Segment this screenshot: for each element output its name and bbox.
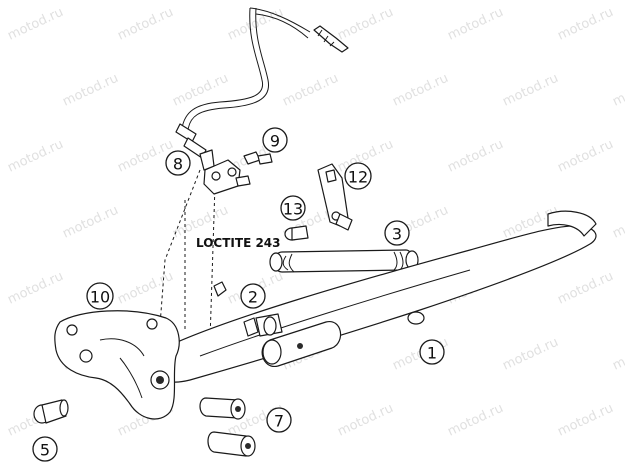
watermark-text: motod.ru <box>5 5 65 44</box>
part-10-mount-bracket <box>54 310 180 420</box>
locking-pin <box>213 281 227 297</box>
watermark-text: motod.ru <box>555 5 615 44</box>
loctite-note: LOCTITE 243 <box>196 236 281 250</box>
watermark-text: motod.ru <box>5 269 65 308</box>
watermark-text: motod.ru <box>610 203 625 242</box>
watermark-text: motod.ru <box>610 71 625 110</box>
callout-10-label: 10 <box>90 288 110 307</box>
callout-3-label: 3 <box>392 225 402 244</box>
hose-end-fitting <box>313 25 349 53</box>
watermark-text: motod.ru <box>390 71 450 110</box>
leader-lines <box>159 169 216 341</box>
watermark-text: motod.ru <box>555 401 615 440</box>
callout-12: 12 <box>344 162 372 190</box>
callout-8-label: 8 <box>173 155 183 174</box>
callout-1-label: 1 <box>427 344 437 363</box>
callout-5-label: 5 <box>40 441 50 460</box>
part-7-sleeves <box>199 397 256 457</box>
callout-1: 1 <box>419 339 445 365</box>
callout-7: 7 <box>266 407 292 433</box>
callout-2: 2 <box>240 283 266 309</box>
callout-3: 3 <box>384 220 410 246</box>
watermark-text: motod.ru <box>335 5 395 44</box>
watermark-text: motod.ru <box>555 269 615 308</box>
watermark-text: motod.ru <box>445 401 505 440</box>
watermark-text: motod.ru <box>60 71 120 110</box>
hose-line <box>175 7 349 159</box>
part-13-bushing <box>284 225 309 241</box>
watermark-text: motod.ru <box>500 335 560 374</box>
watermark-text: motod.ru <box>610 335 625 374</box>
watermark-text: motod.ru <box>500 71 560 110</box>
watermark-text: motod.ru <box>115 137 175 176</box>
watermark-text: motod.ru <box>60 203 120 242</box>
watermark-text: motod.ru <box>445 137 505 176</box>
watermark-text: motod.ru <box>445 5 505 44</box>
watermark-text: motod.ru <box>5 137 65 176</box>
callout-13-label: 13 <box>283 200 303 219</box>
callout-9-label: 9 <box>270 132 280 151</box>
callout-5: 5 <box>32 436 58 462</box>
callout-2-label: 2 <box>248 288 258 307</box>
watermark-text: motod.ru <box>280 71 340 110</box>
watermark-text: motod.ru <box>335 401 395 440</box>
part-12-bracket <box>317 163 353 231</box>
callout-13: 13 <box>280 195 306 221</box>
part-5-bushing <box>33 399 69 424</box>
part-9-bolts <box>235 151 273 187</box>
callout-10: 10 <box>86 282 114 310</box>
part-3-spring <box>269 249 419 273</box>
watermark-text: motod.ru <box>170 71 230 110</box>
watermark-text: motod.ru <box>555 137 615 176</box>
callout-8: 8 <box>165 150 191 176</box>
watermark-text: motod.ru <box>115 5 175 44</box>
part-8-tee-fitting <box>199 149 241 195</box>
part-1-side-stand <box>151 210 597 383</box>
watermark-text: motod.ru <box>115 269 175 308</box>
callout-12-label: 12 <box>348 168 368 187</box>
callout-9: 9 <box>262 127 288 153</box>
callout-7-label: 7 <box>274 412 284 431</box>
part-2-bolt <box>243 313 283 337</box>
